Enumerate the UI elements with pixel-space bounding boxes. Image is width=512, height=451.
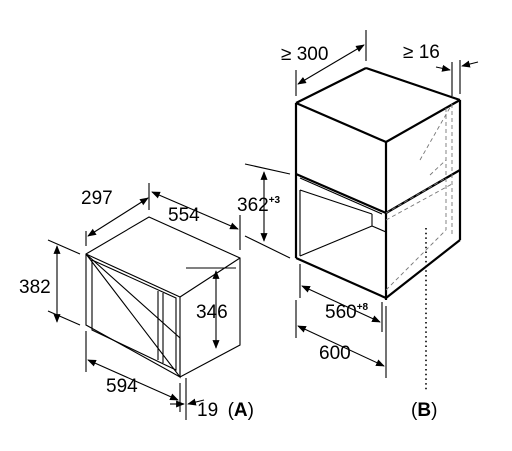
dim-560-text: 560+8 (325, 302, 369, 323)
dim-594-label: 594 (106, 376, 138, 397)
dim-362 (244, 163, 291, 259)
dim-346-label: 346 (196, 302, 228, 323)
dim-362-text: 362+3 (237, 195, 281, 216)
dim-min-16-label: ≥ 16 (403, 42, 440, 63)
label-b: (B) (411, 400, 437, 421)
dim-554-label: 554 (168, 205, 200, 226)
dim-362-label: 362 (237, 195, 269, 216)
dim-19 (170, 378, 205, 420)
label-a-close: ) (248, 400, 254, 421)
dim-297-label: 297 (81, 188, 113, 209)
label-a: 19 (A) (197, 400, 254, 421)
dim-19-label: 19 (197, 400, 218, 421)
dim-362-tolerance: +3 (269, 195, 281, 206)
dim-346 (186, 267, 236, 349)
cabinet-drawing (294, 66, 462, 392)
label-b-close: ) (431, 400, 437, 421)
dim-297 (85, 183, 150, 246)
label-b-letter: B (417, 400, 431, 421)
microwave-drawing (85, 216, 241, 379)
dim-min-300-label: ≥ 300 (281, 44, 328, 65)
dim-min-16 (435, 60, 479, 96)
dim-382 (47, 239, 81, 326)
dim-600-label: 600 (319, 343, 351, 364)
dim-594 (85, 331, 181, 412)
dim-560-tolerance: +8 (357, 302, 369, 313)
label-a-open: ( (228, 400, 235, 421)
dim-600 (295, 300, 387, 378)
dim-560-label: 560 (325, 302, 357, 323)
label-a-letter: A (234, 400, 248, 421)
dim-382-label: 382 (19, 277, 51, 298)
dim-554 (151, 191, 241, 250)
dim-min-300 (295, 30, 367, 96)
label-b-open: ( (411, 400, 418, 421)
